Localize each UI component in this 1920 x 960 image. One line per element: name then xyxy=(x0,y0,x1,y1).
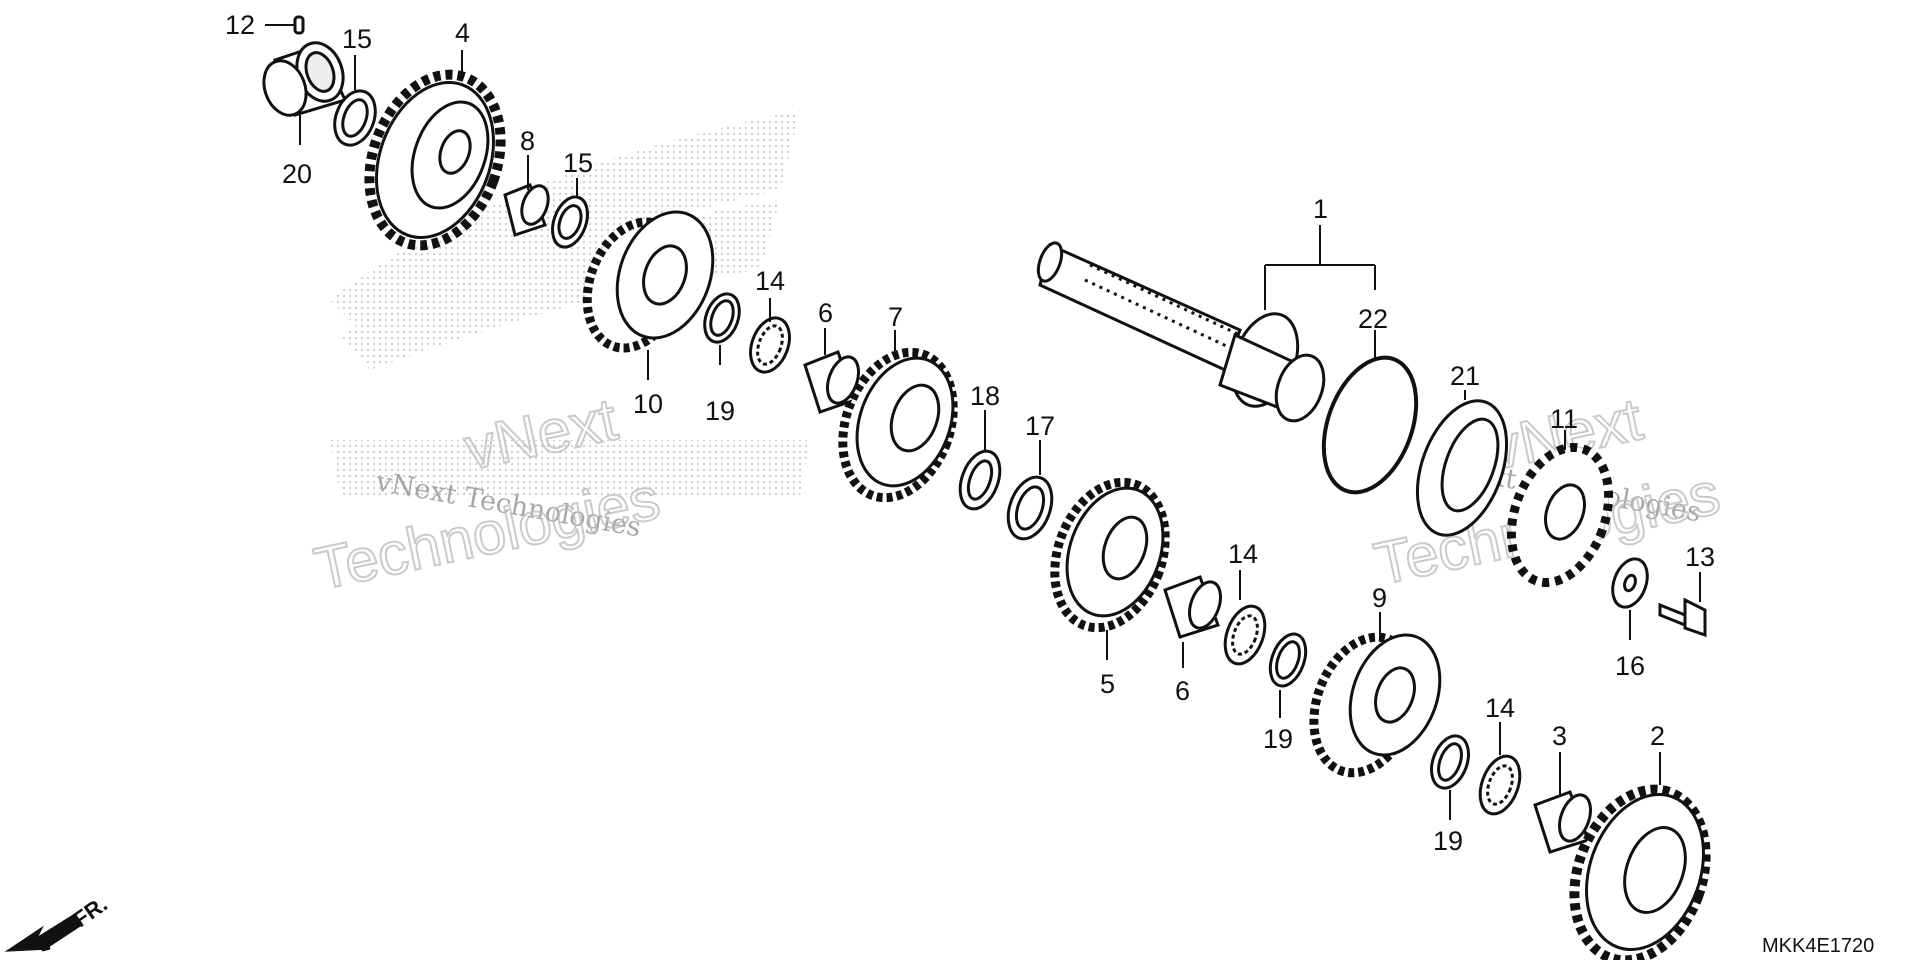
part-1-mainshaft xyxy=(1036,241,1326,423)
callout-14-b: 14 xyxy=(1228,539,1258,569)
part-22-o-ring xyxy=(1321,355,1419,495)
part-5-gear xyxy=(1050,477,1170,633)
part-15-washer-mid xyxy=(551,195,589,249)
callout-17: 17 xyxy=(1025,411,1055,441)
callout-18: 18 xyxy=(970,381,1000,411)
part-14-washer-b xyxy=(1223,604,1267,666)
part-21-oil-seal xyxy=(1415,399,1509,537)
callout-15-top: 15 xyxy=(342,24,372,54)
part-13-bolt xyxy=(1658,597,1707,638)
callout-16: 16 xyxy=(1615,651,1645,681)
part-2-gear xyxy=(1569,784,1711,960)
leader-lines xyxy=(265,24,1701,820)
part-19-ring-a xyxy=(703,292,741,344)
callout-10: 10 xyxy=(633,389,663,419)
diagram-part-code: MKK4E1720 xyxy=(1762,935,1874,957)
callout-5: 5 xyxy=(1100,669,1115,699)
callout-2: 2 xyxy=(1650,721,1665,751)
part-9-gear xyxy=(1309,632,1442,778)
part-19-ring-c xyxy=(1430,734,1470,790)
callout-4: 4 xyxy=(455,18,470,48)
callout-12: 12 xyxy=(225,10,255,40)
callout-11: 11 xyxy=(1550,404,1578,434)
part-19-ring-b xyxy=(1268,632,1308,688)
callout-20: 20 xyxy=(282,159,312,189)
callout-22: 22 xyxy=(1358,304,1388,334)
part-12-pin xyxy=(293,15,305,35)
callout-21: 21 xyxy=(1450,361,1480,391)
callout-1: 1 xyxy=(1313,194,1328,224)
part-15-washer-top xyxy=(333,89,377,147)
callout-labels: 12 15 4 20 8 15 10 14 19 6 7 18 17 1 22 … xyxy=(225,10,1715,856)
part-10-gear xyxy=(582,210,715,353)
part-18-washer xyxy=(958,449,1002,511)
callout-14-c: 14 xyxy=(1485,693,1515,723)
callout-14-a: 14 xyxy=(755,266,785,296)
callout-9: 9 xyxy=(1372,583,1387,613)
part-3-bushing xyxy=(1533,790,1593,854)
part-7-gear xyxy=(838,347,958,503)
part-14-washer-c xyxy=(1478,754,1522,816)
part-16-washer xyxy=(1611,557,1649,609)
part-17-washer xyxy=(1006,475,1054,541)
callout-13: 13 xyxy=(1685,542,1715,572)
callout-6-a: 6 xyxy=(818,298,833,328)
part-11-sprocket xyxy=(1506,442,1614,588)
callout-19-c: 19 xyxy=(1433,826,1463,856)
part-6-bushing-b xyxy=(1163,575,1223,639)
part-4-gear xyxy=(364,69,506,251)
callout-7: 7 xyxy=(888,302,903,332)
callout-3: 3 xyxy=(1552,721,1567,751)
callout-15-mid: 15 xyxy=(563,148,593,178)
part-20-bearing xyxy=(262,41,348,117)
callout-19-a: 19 xyxy=(705,396,735,426)
front-direction-arrow xyxy=(4,912,82,952)
part-8-bushing xyxy=(503,183,550,237)
callout-6-b: 6 xyxy=(1175,676,1190,706)
callout-19-b: 19 xyxy=(1263,724,1293,754)
part-14-washer-a xyxy=(749,316,791,374)
callout-8: 8 xyxy=(520,126,535,156)
